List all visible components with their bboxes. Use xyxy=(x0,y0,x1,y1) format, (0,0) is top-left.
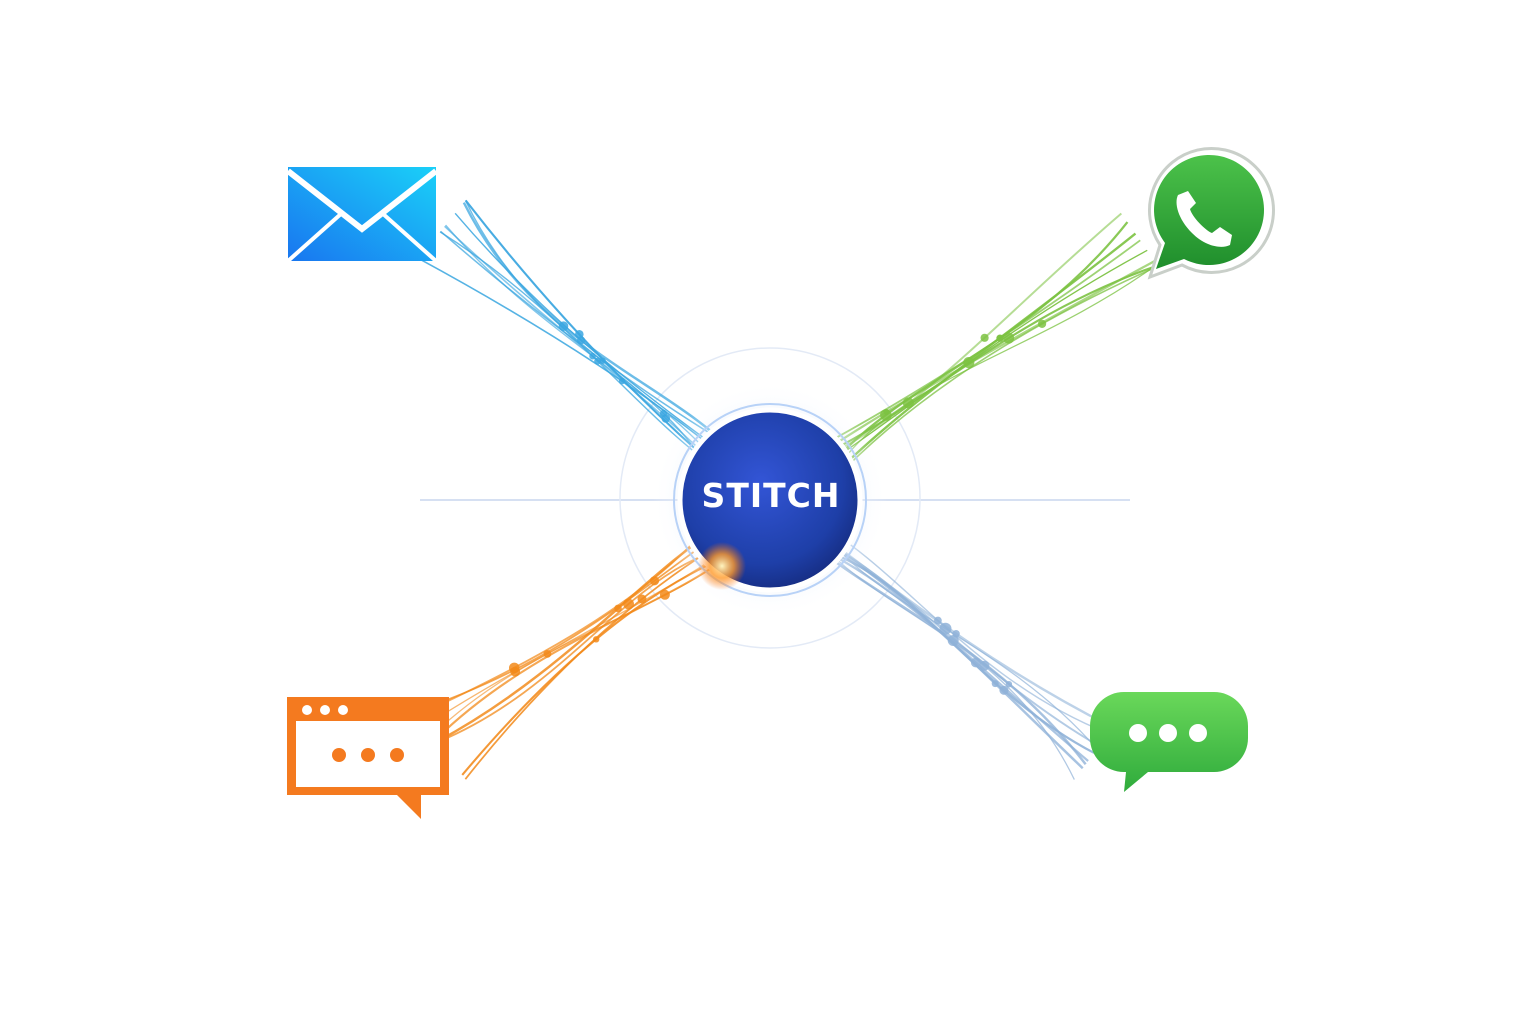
hub-spark xyxy=(698,542,746,590)
link-node-sms xyxy=(970,657,981,668)
link-node-email xyxy=(558,321,569,332)
web-chat-window-icon xyxy=(287,697,449,819)
hub-rim xyxy=(673,403,867,597)
link-node-sms xyxy=(1005,681,1013,688)
link-node-whatsapp xyxy=(980,333,989,342)
link-node-sms xyxy=(952,630,960,638)
hub-label: STITCH xyxy=(702,476,841,515)
link-node-web-chat xyxy=(637,594,647,604)
link-node-sms xyxy=(947,635,959,646)
link-node-web-chat xyxy=(649,576,660,586)
stitch-hub: STITCH xyxy=(652,382,888,618)
link-node-whatsapp xyxy=(883,408,890,415)
link-node-whatsapp xyxy=(902,397,914,409)
whatsapp-phone-icon xyxy=(1147,147,1275,280)
link-node-email xyxy=(589,352,596,360)
sms-bubble-icon xyxy=(1090,692,1248,792)
hub-outer-ring xyxy=(619,347,921,649)
link-node-email xyxy=(575,330,584,339)
link-node-web-chat xyxy=(659,589,670,600)
link-node-whatsapp xyxy=(1038,319,1047,328)
link-node-whatsapp xyxy=(996,334,1003,342)
envelope-icon xyxy=(286,167,438,263)
